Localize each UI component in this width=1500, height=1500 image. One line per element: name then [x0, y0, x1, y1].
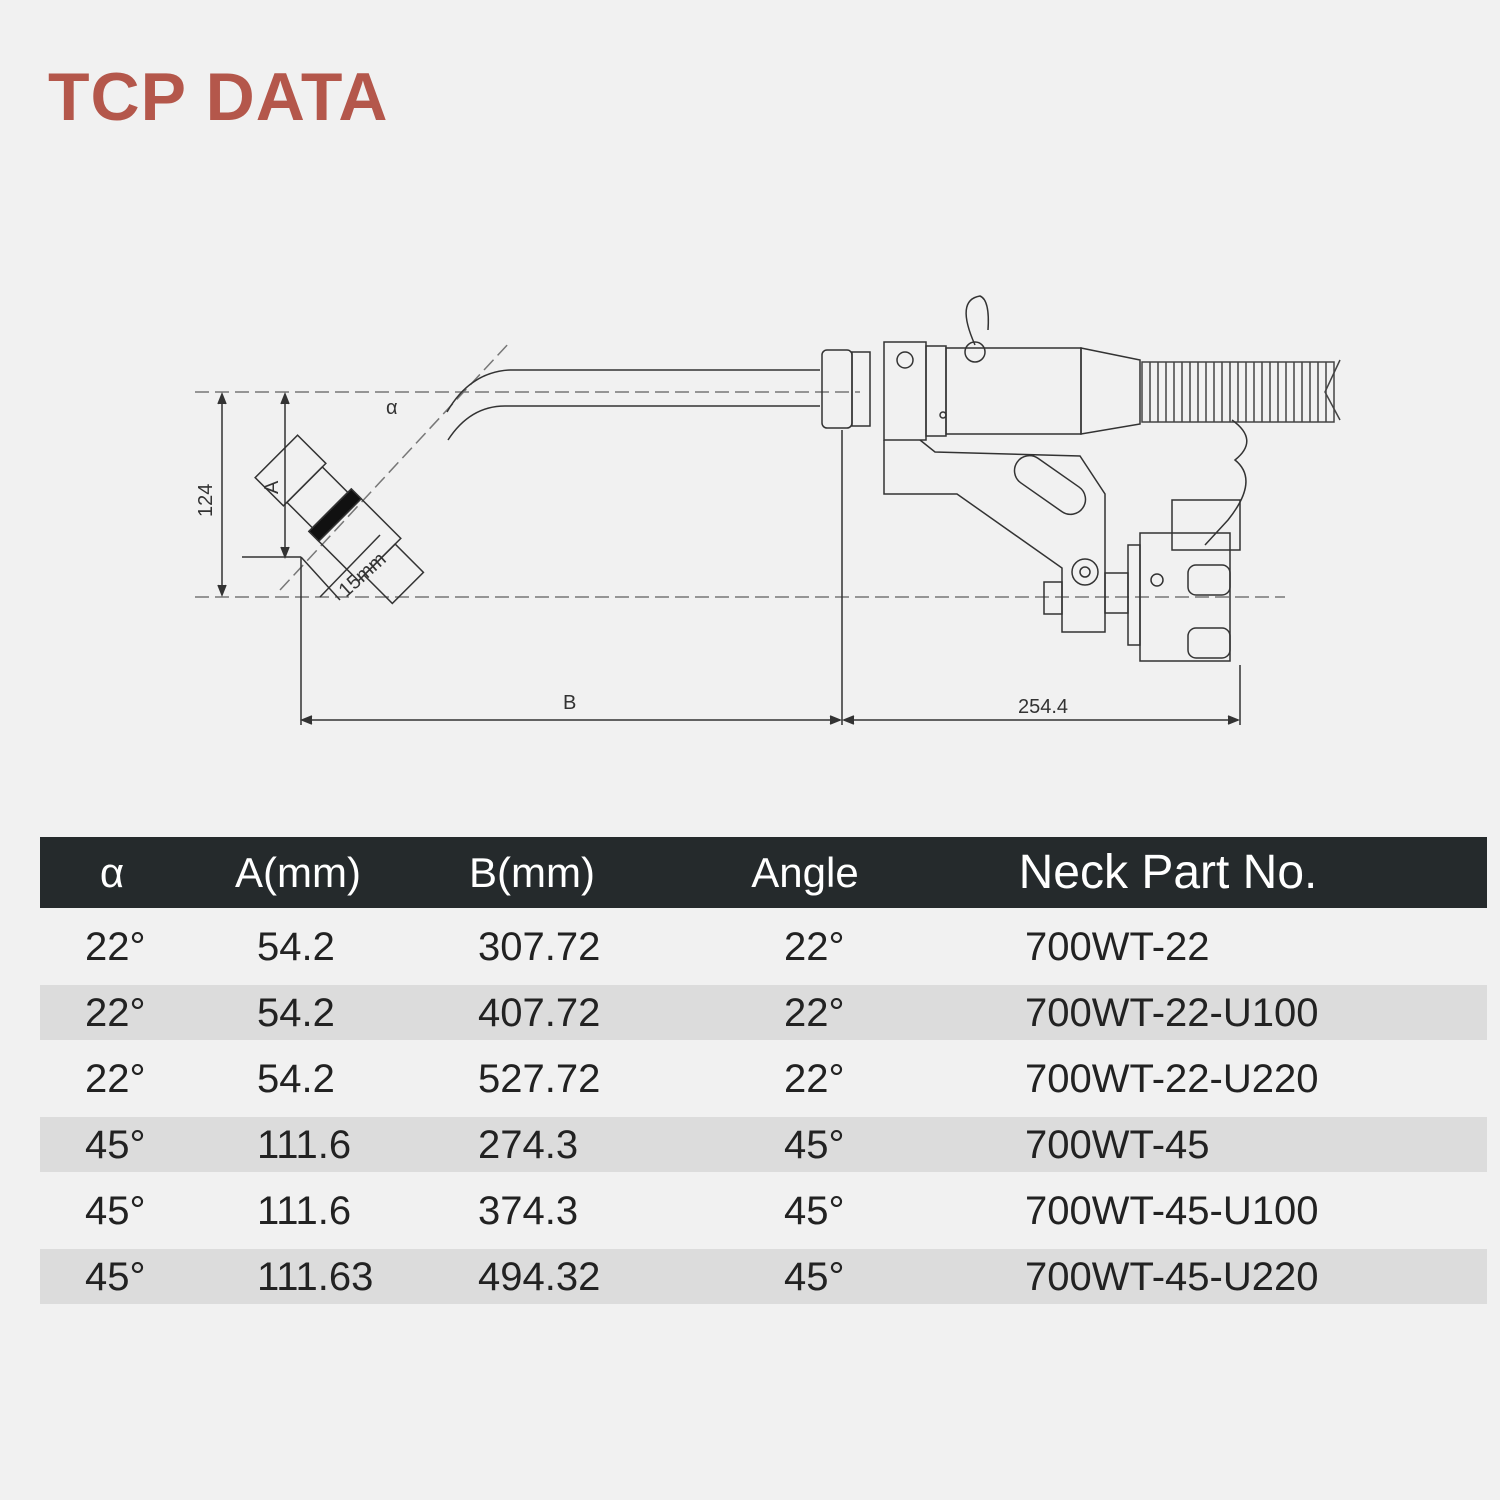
- cell-part-no: 700WT-45-U220: [1025, 1255, 1319, 1299]
- cell-a: 54.2: [257, 991, 335, 1035]
- table-row: 45° 111.6 374.3 45° 700WT-45-U100: [40, 1183, 1487, 1238]
- tcp-data-table: α A(mm) B(mm) Angle Neck Part No. 22° 54…: [40, 837, 1487, 1304]
- cell-alpha: 22°: [85, 925, 146, 969]
- cell-part-no: 700WT-22-U100: [1025, 991, 1319, 1035]
- cell-alpha: 45°: [85, 1255, 146, 1299]
- cell-b: 527.72: [478, 1057, 601, 1101]
- cell-a: 111.6: [257, 1189, 352, 1233]
- collision-sensor: [1104, 419, 1248, 662]
- offset-label: 254.4: [1018, 696, 1068, 718]
- cell-angle: 45°: [784, 1123, 845, 1167]
- cell-b: 307.72: [478, 925, 601, 969]
- cell-b: 274.3: [478, 1123, 579, 1167]
- cell-angle: 45°: [784, 1255, 845, 1299]
- torch-body: [821, 295, 1141, 441]
- header-alpha: α: [99, 849, 125, 896]
- header-angle: Angle: [751, 849, 859, 896]
- table-row: 22° 54.2 527.72 22° 700WT-22-U220: [40, 1051, 1487, 1106]
- cell-a: 54.2: [257, 1057, 335, 1101]
- table-row: 22° 54.2 407.72 22° 700WT-22-U100: [40, 985, 1487, 1040]
- dimension-offset: [841, 665, 1241, 725]
- header-part-no: Neck Part No.: [1018, 846, 1318, 899]
- dimension-124: [217, 391, 227, 598]
- cell-alpha: 22°: [85, 1057, 146, 1101]
- cell-part-no: 700WT-45: [1025, 1123, 1210, 1167]
- cell-alpha: 45°: [85, 1189, 146, 1233]
- nozzle: [254, 434, 425, 605]
- cell-angle: 22°: [784, 991, 845, 1035]
- cell-alpha: 22°: [85, 991, 146, 1035]
- cell-b: 374.3: [478, 1189, 579, 1233]
- table-header: α A(mm) B(mm) Angle Neck Part No.: [40, 837, 1487, 908]
- cell-part-no: 700WT-45-U100: [1025, 1189, 1319, 1233]
- dimension-stickout: [300, 534, 381, 601]
- table-row: 22° 54.2 307.72 22° 700WT-22: [40, 919, 1487, 974]
- a-label: A: [261, 480, 283, 494]
- cell-angle: 22°: [784, 925, 845, 969]
- header-b: B(mm): [469, 849, 595, 896]
- cable-hose: [1141, 359, 1341, 423]
- cell-angle: 45°: [784, 1189, 845, 1233]
- cell-angle: 22°: [784, 1057, 845, 1101]
- cell-alpha: 45°: [85, 1123, 146, 1167]
- table-row: 45° 111.6 274.3 45° 700WT-45: [40, 1117, 1487, 1172]
- header-a: A(mm): [235, 849, 361, 896]
- table-row: 45° 111.63 494.32 45° 700WT-45-U220: [40, 1249, 1487, 1304]
- cell-a: 111.6: [257, 1123, 352, 1167]
- cell-a: 111.63: [257, 1255, 374, 1299]
- dimension-a: [242, 391, 301, 560]
- cell-b: 407.72: [478, 991, 601, 1035]
- page-title: TCP DATA: [48, 59, 389, 135]
- b-label: B: [563, 692, 576, 714]
- alpha-label: α: [386, 397, 398, 419]
- dimension-b: [299, 430, 843, 725]
- cell-part-no: 700WT-22-U220: [1025, 1057, 1319, 1101]
- cell-b: 494.32: [478, 1255, 601, 1299]
- height-124-label: 124: [195, 484, 217, 517]
- cell-a: 54.2: [257, 925, 335, 969]
- centerline-top: [195, 341, 1285, 598]
- mounting-bracket: [883, 439, 1106, 633]
- torch-technical-drawing: α 124 A 15mm B 254.4: [195, 295, 1341, 725]
- neck-tube: [446, 369, 820, 441]
- cell-part-no: 700WT-22: [1025, 925, 1210, 969]
